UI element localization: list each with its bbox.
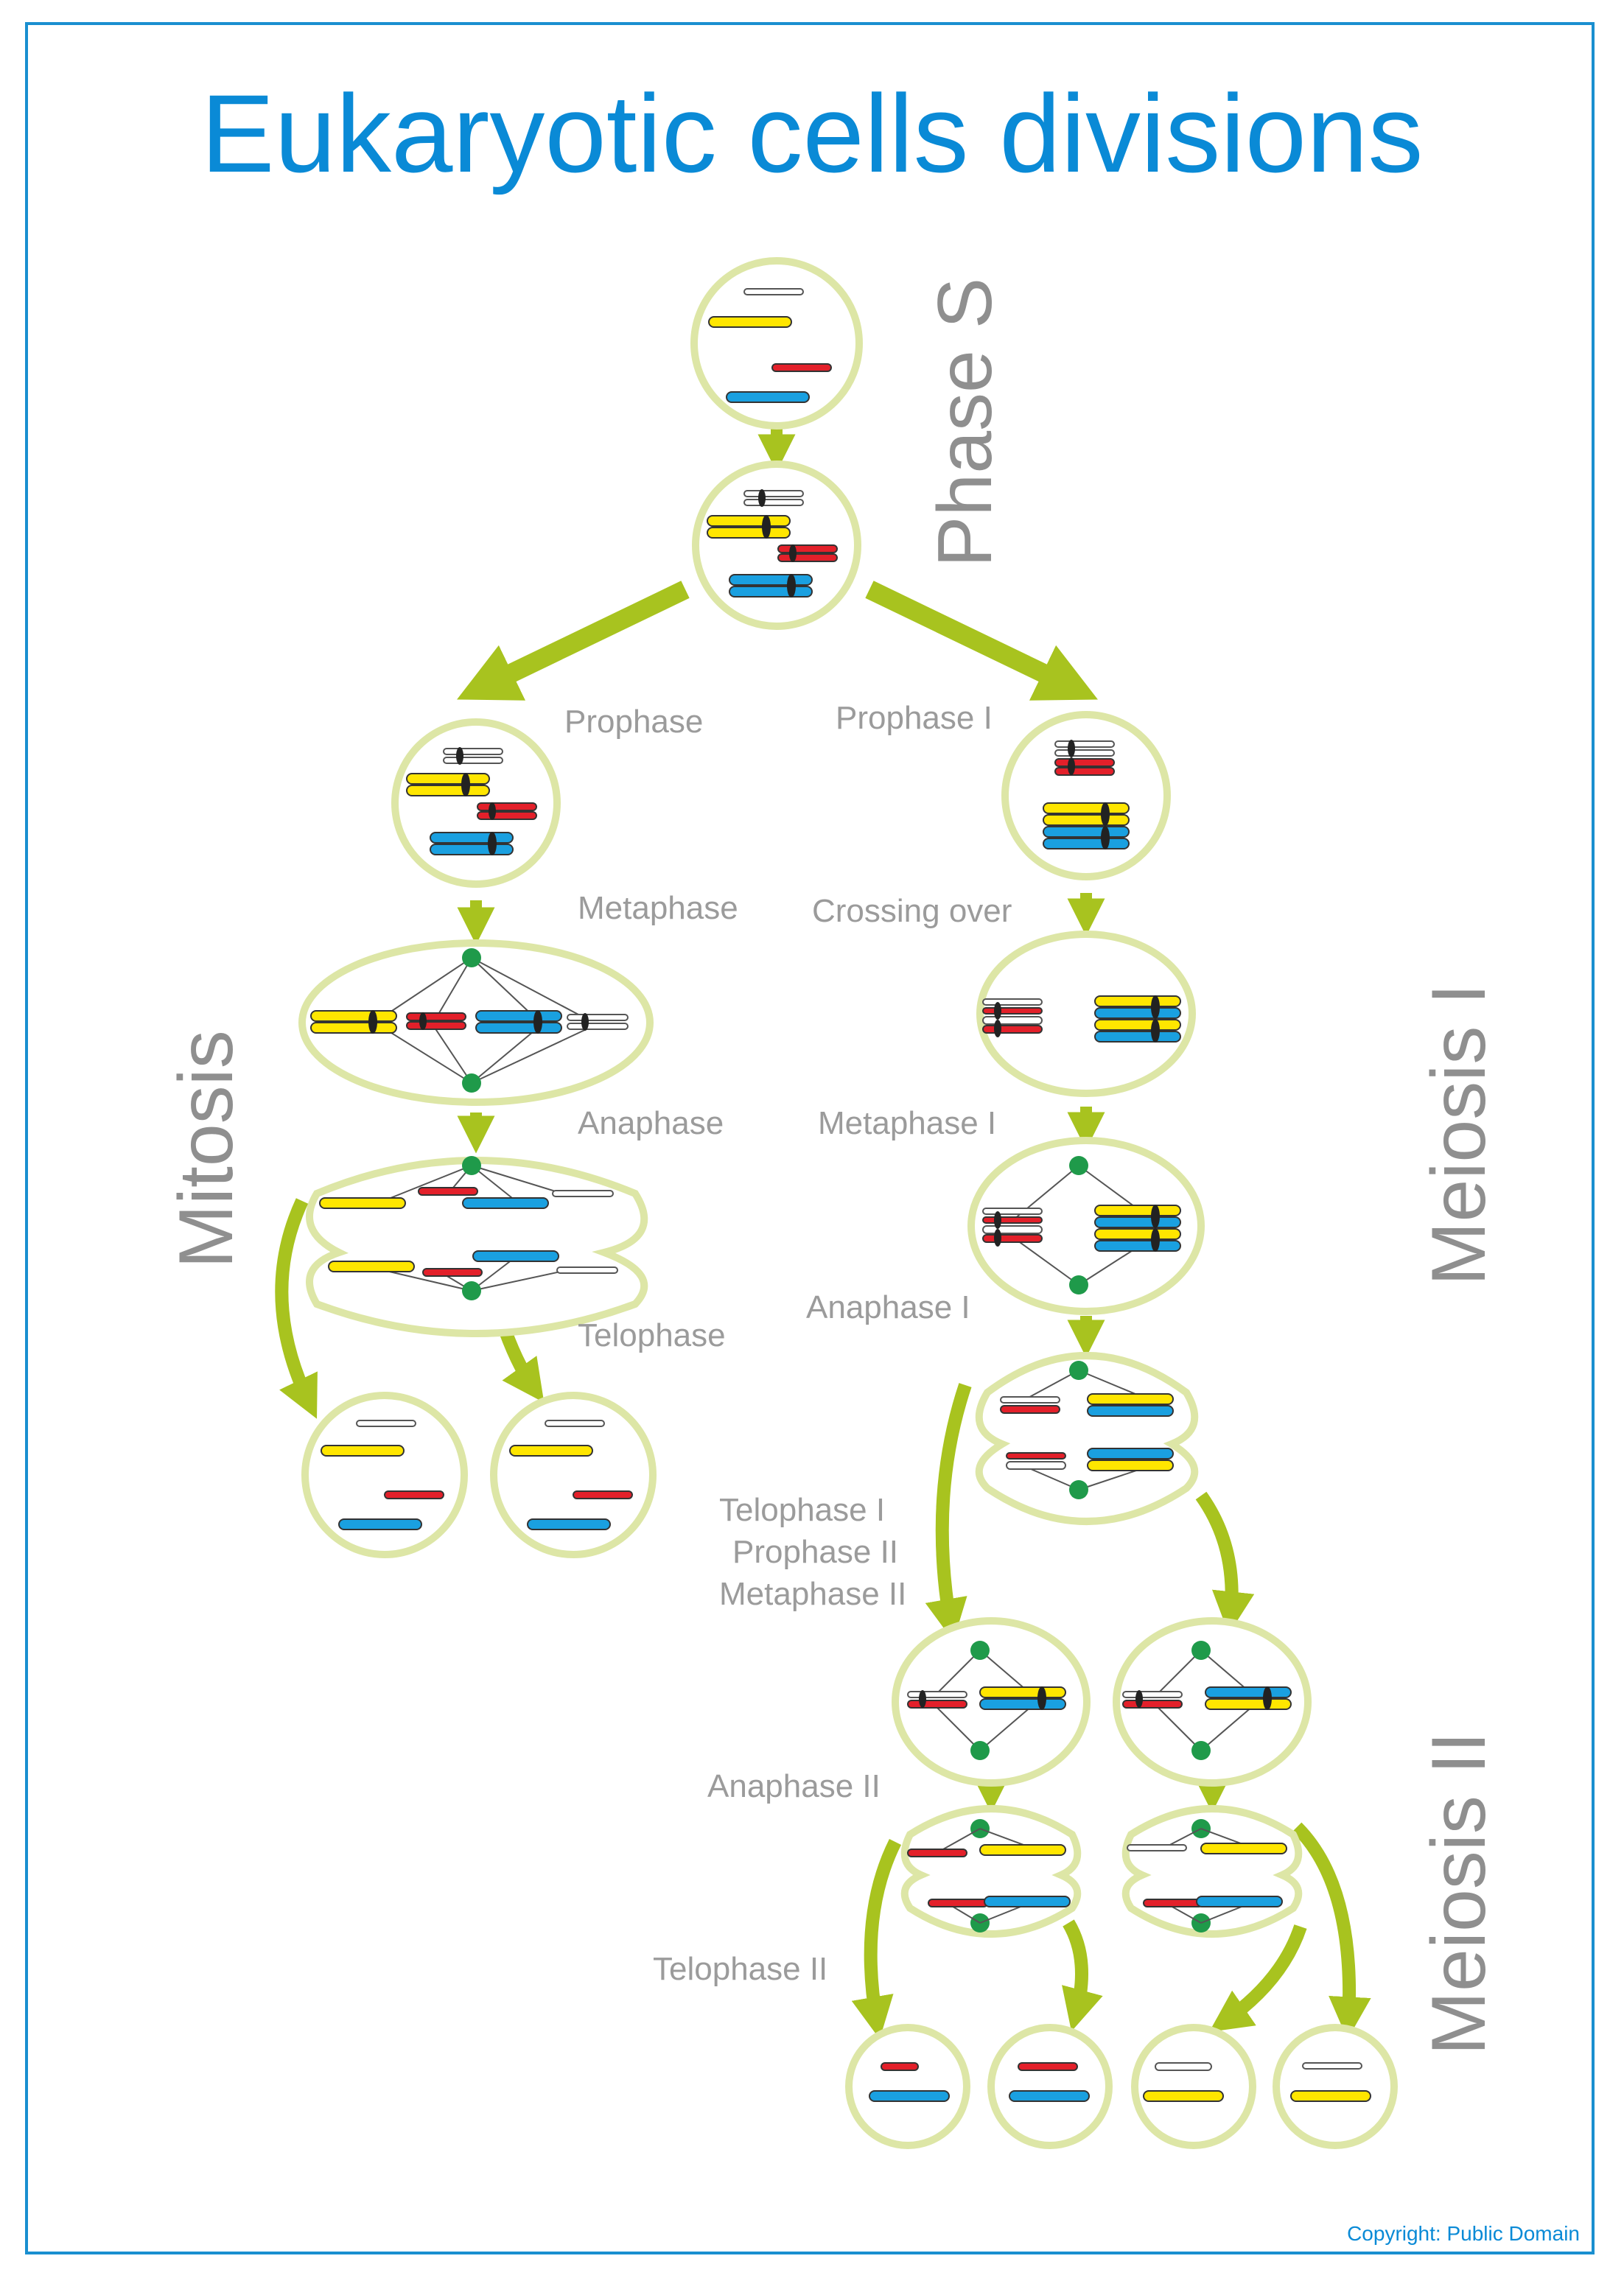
label-phase-s: Phase S <box>923 277 1008 567</box>
centrosome-top <box>462 948 481 967</box>
chromosome-white <box>743 288 804 295</box>
label-telophase-1: Telophase I <box>719 1492 886 1528</box>
label-metaphase-2: Metaphase II <box>719 1576 907 1612</box>
centrosome-bottom <box>462 1073 481 1093</box>
cell-meiosis-anaphase-2-left <box>900 1805 1082 1938</box>
arrow-a2-4 <box>1292 1822 1371 2040</box>
cell-mitosis-metaphase <box>298 939 654 1106</box>
label-telophase: Telophase <box>578 1317 726 1353</box>
cell-gamete-1 <box>845 2024 970 2149</box>
chromosome-blue <box>726 391 810 403</box>
page-frame <box>25 22 1595 2254</box>
label-prophase-2: Prophase II <box>732 1534 899 1570</box>
arrow-mi-anaphase-right <box>1195 1491 1255 1634</box>
cell-phase-s-2 <box>692 460 861 630</box>
cell-mitosis-daughter-2 <box>490 1392 657 1558</box>
label-anaphase-1: Anaphase I <box>806 1289 970 1325</box>
arrow-s2-meiosis-prophase <box>865 581 1098 701</box>
cell-meiosis-metaphase-1 <box>967 1137 1205 1315</box>
arrow-m-anaphase-left <box>275 1198 318 1419</box>
arrow-a2-1 <box>851 1838 902 2039</box>
cell-mitosis-anaphase <box>306 1156 648 1337</box>
cell-gamete-2 <box>987 2024 1113 2149</box>
arrow-a2-3 <box>1209 1924 1307 2033</box>
label-metaphase: Metaphase <box>578 890 738 926</box>
label-anaphase-2: Anaphase II <box>707 1768 881 1804</box>
cell-meiosis-crossing-over <box>976 931 1196 1097</box>
arrow-mi-anaphase-left <box>925 1383 972 1641</box>
chromosome-yellow <box>708 316 792 328</box>
chromosome-red <box>771 363 832 372</box>
arrow-a2-2 <box>1062 1919 1103 2032</box>
label-telophase-2: Telophase II <box>653 1951 828 1987</box>
cell-gamete-4 <box>1273 2024 1398 2149</box>
label-mitosis: Mitosis <box>164 1030 249 1269</box>
cell-meiosis-metaphase-2-left <box>892 1617 1091 1787</box>
label-prophase: Prophase <box>564 704 704 740</box>
arrow-s2-mitosis-prophase <box>457 581 690 701</box>
copyright-note: Copyright: Public Domain <box>1347 2222 1580 2245</box>
cell-meiosis-anaphase-1 <box>975 1352 1199 1525</box>
page-title: Eukaryotic cells divisions <box>200 71 1424 195</box>
label-meiosis-1: Meiosis I <box>1416 983 1502 1286</box>
cell-mitosis-daughter-1 <box>301 1392 468 1558</box>
cell-meiosis-prophase-1 <box>1001 711 1171 880</box>
cell-meiosis-metaphase-2-right <box>1113 1617 1312 1787</box>
cell-gamete-3 <box>1131 2024 1256 2149</box>
label-meiosis-2: Meiosis II <box>1416 1731 1502 2056</box>
label-crossing-over: Crossing over <box>812 893 1012 929</box>
label-prophase-1: Prophase I <box>836 700 993 736</box>
label-anaphase: Anaphase <box>578 1105 724 1141</box>
cell-meiosis-anaphase-2-right <box>1121 1805 1303 1938</box>
cell-mitosis-prophase <box>391 718 561 888</box>
cell-phase-s-1 <box>690 257 863 430</box>
flow-arrows <box>275 427 1371 2040</box>
label-metaphase-1: Metaphase I <box>818 1105 997 1141</box>
